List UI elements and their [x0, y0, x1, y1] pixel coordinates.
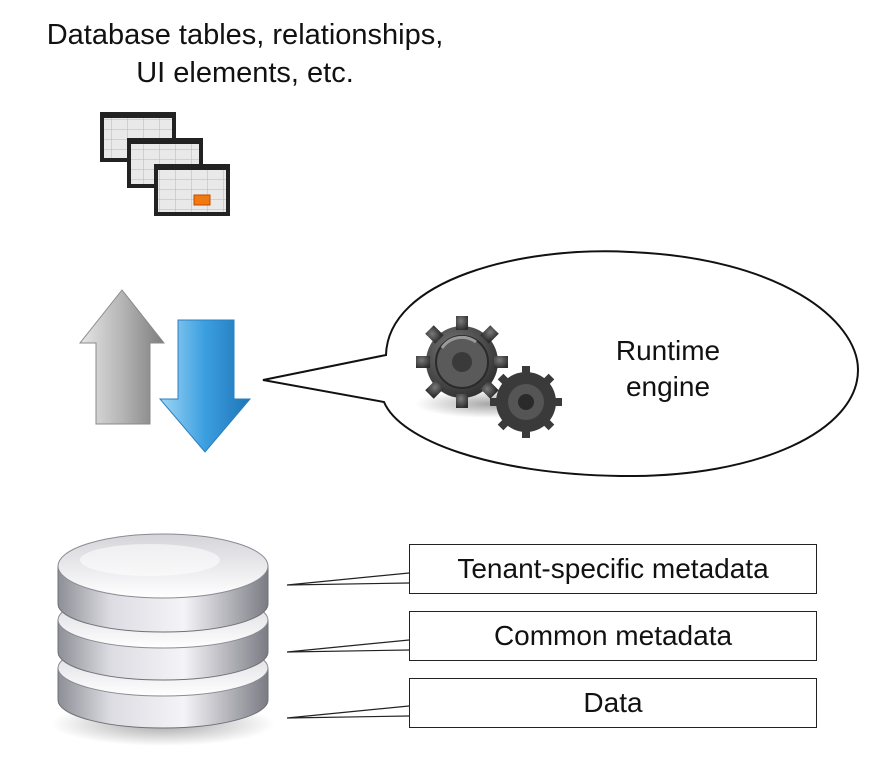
heading-line-2: UI elements, etc.	[136, 57, 354, 89]
data-box: Data	[409, 678, 817, 728]
engine-line-2: engine	[625, 371, 711, 402]
gears-icon	[415, 316, 565, 438]
speech-bubble	[262, 250, 860, 478]
diagram-heading: Database tables, relationships, UI eleme…	[0, 16, 490, 92]
database-icon	[51, 533, 275, 746]
common-metadata-label: Common metadata	[493, 620, 733, 651]
heading-line-1: Database tables, relationships,	[46, 19, 444, 51]
tenant-metadata-box: Tenant-specific metadata	[409, 544, 817, 594]
callout-pointers	[286, 572, 410, 719]
down-arrow-icon	[158, 319, 252, 453]
engine-line-1: Runtime	[615, 335, 721, 366]
stacked-tables-icon	[100, 112, 230, 216]
tenant-metadata-label: Tenant-specific metadata	[457, 553, 769, 584]
data-label: Data	[583, 687, 643, 718]
up-arrow-icon	[78, 289, 166, 425]
runtime-engine-label: Runtime engine	[588, 333, 748, 405]
common-metadata-box: Common metadata	[409, 611, 817, 661]
